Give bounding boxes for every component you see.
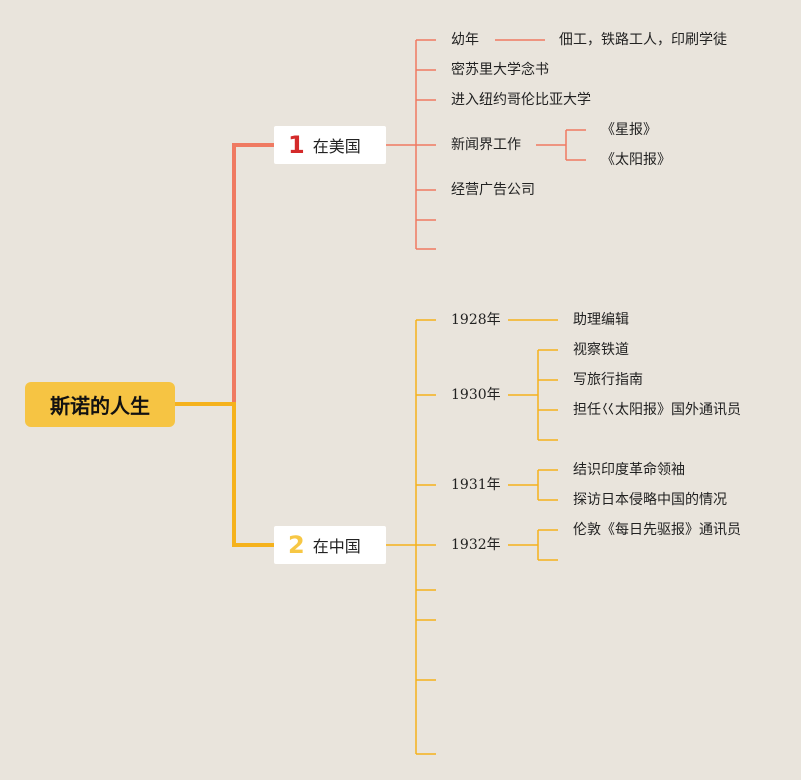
y1930-connector xyxy=(508,349,558,441)
root-node[interactable]: 斯诺的人生 xyxy=(25,382,175,427)
branch-label-china: 在中国 xyxy=(312,537,361,556)
branch-number-1: 1 xyxy=(288,131,305,159)
node-news-star[interactable]: 《星报》 xyxy=(601,122,657,138)
branch-node-usa[interactable]: 1 在美国 xyxy=(274,126,386,164)
node-news-sun[interactable]: 《太阳报》 xyxy=(601,152,671,168)
node-1931[interactable]: 1931年 xyxy=(451,477,501,493)
node-1932[interactable]: 1932年 xyxy=(451,537,501,553)
node-1932-herald[interactable]: 伦敦《每日先驱报》通讯员 xyxy=(573,522,741,538)
node-advertising[interactable]: 经营广告公司 xyxy=(451,182,535,198)
node-youth[interactable]: 幼年 xyxy=(451,32,479,48)
branch-label-usa: 在美国 xyxy=(312,137,361,156)
y1932-connector xyxy=(508,529,558,561)
node-1928-editor[interactable]: 助理编辑 xyxy=(573,312,629,328)
node-youth-detail[interactable]: 佃工，铁路工人，印刷学徒 xyxy=(559,32,727,48)
node-1930-guide[interactable]: 写旅行指南 xyxy=(573,372,643,388)
node-1930-correspondent[interactable]: 担任巜太阳报》国外通讯员 xyxy=(573,402,741,418)
node-1931-japan[interactable]: 探访日本侵略中国的情况 xyxy=(573,492,727,508)
node-1930-railway[interactable]: 视察铁道 xyxy=(573,342,629,358)
branch-node-china[interactable]: 2 在中国 xyxy=(274,526,386,564)
branch-number-2: 2 xyxy=(288,531,305,559)
node-1928[interactable]: 1928年 xyxy=(451,312,501,328)
root-connector-branch2 xyxy=(175,402,274,547)
branch2-stub xyxy=(416,319,436,755)
node-news[interactable]: 新闻界工作 xyxy=(451,137,521,153)
y1931-connector xyxy=(508,469,558,501)
node-columbia[interactable]: 进入纽约哥伦比亚大学 xyxy=(451,92,591,108)
node-missouri[interactable]: 密苏里大学念书 xyxy=(451,62,549,78)
branch1-stub xyxy=(416,39,436,250)
node-1930[interactable]: 1930年 xyxy=(451,387,501,403)
news-connector xyxy=(536,129,586,161)
root-label: 斯诺的人生 xyxy=(50,394,150,418)
node-1931-india[interactable]: 结识印度革命领袖 xyxy=(573,462,685,478)
root-connector-branch1 xyxy=(175,143,274,406)
